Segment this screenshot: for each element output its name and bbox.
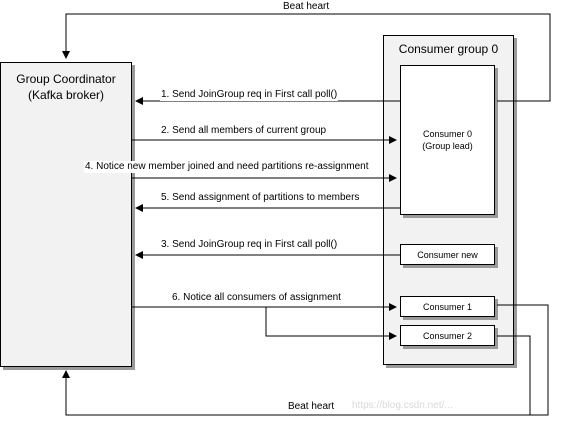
- consumer-2-label: Consumer 2: [422, 330, 473, 341]
- message-3-label: 3. Send JoinGroup req in First call poll…: [160, 239, 339, 251]
- message-4-label: 4. Notice new member joined and need par…: [84, 161, 370, 173]
- watermark: https://blog.csdn.net/...: [352, 400, 453, 411]
- message-6-label: 6. Notice all consumers of assignment: [171, 292, 342, 304]
- consumer-group-title: Consumer group 0: [398, 42, 499, 56]
- consumer-new-label: Consumer new: [417, 249, 478, 260]
- consumer-0-role: (Group lead): [422, 141, 473, 151]
- message-1-label: 1. Send JoinGroup req in First call poll…: [160, 89, 339, 101]
- heartbeat-consumer2-line: [497, 335, 531, 415]
- coordinator-title: Group Coordinator (Kafka broker): [1, 71, 131, 103]
- coordinator-title-line2: (Kafka broker): [27, 88, 105, 102]
- consumer-2-box: Consumer 2: [400, 325, 495, 346]
- consumer-1-label: Consumer 1: [422, 301, 473, 312]
- heartbeat-top-line: [62, 13, 551, 102]
- group-coordinator-box: Group Coordinator (Kafka broker): [0, 62, 132, 367]
- heartbeat-top-label: Beat heart: [282, 1, 331, 13]
- message-2-label: 2. Send all members of current group: [160, 125, 328, 137]
- heartbeat-bottom-label: Beat heart: [287, 401, 336, 413]
- consumer-0-box: Consumer 0 (Group lead): [400, 65, 495, 215]
- heartbeat-consumer1-line: [62, 304, 549, 416]
- arrow-6-notice-consumer2: [265, 307, 397, 340]
- message-5-label: 5. Send assignment of partitions to memb…: [160, 192, 361, 204]
- coordinator-title-line1: Group Coordinator: [16, 72, 116, 86]
- consumer-1-box: Consumer 1: [400, 296, 495, 317]
- consumer-0-label: Consumer 0: [422, 129, 473, 139]
- consumer-new-box: Consumer new: [400, 244, 495, 265]
